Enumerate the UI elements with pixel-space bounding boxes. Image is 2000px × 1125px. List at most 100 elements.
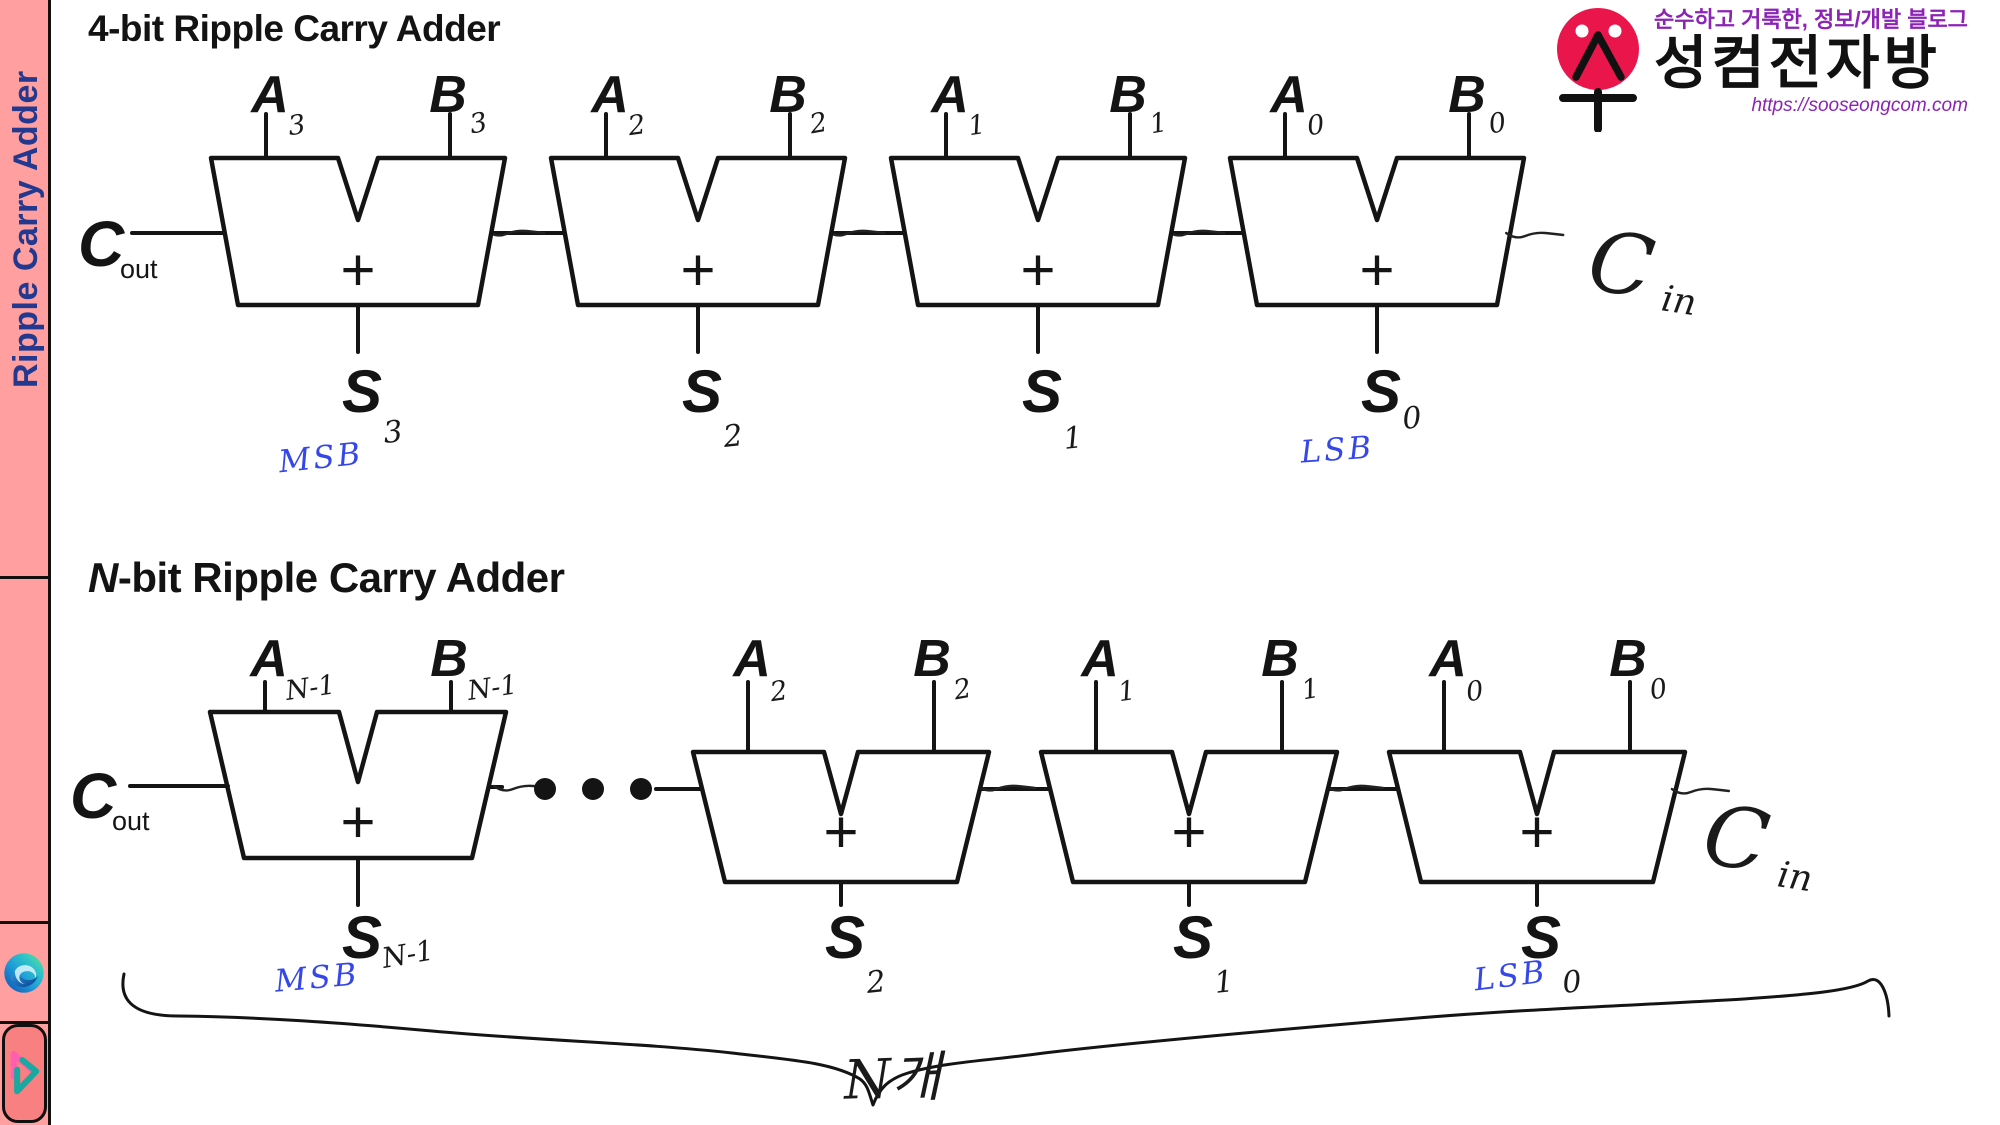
input-wire — [1283, 112, 1471, 160]
input-wire — [263, 680, 453, 714]
input-label-a: A — [1268, 66, 1308, 124]
input-wire — [746, 680, 936, 754]
sum-sub: 1 — [1213, 964, 1236, 1001]
hand-squiggle — [486, 229, 546, 237]
media-app-shortcut[interactable] — [2, 1024, 47, 1123]
carry-out-sub: out — [120, 254, 158, 284]
adder-block — [548, 155, 848, 308]
adder-block — [208, 155, 508, 308]
title-rest: -bit Ripple Carry Adder — [117, 554, 565, 601]
input-wire — [264, 112, 452, 160]
ellipsis-dot — [582, 778, 604, 800]
sidebar-divider — [0, 921, 48, 924]
carry-in-sub: in — [1659, 278, 1700, 324]
ellipsis-dot — [534, 778, 556, 800]
lsb-annotation: LSB — [1471, 954, 1549, 999]
blog-logo-icon — [1557, 8, 1639, 132]
input-sub-b: 1 — [1147, 107, 1169, 141]
input-sub-a: 0 — [1464, 675, 1485, 708]
input-label-a: A — [248, 630, 288, 688]
adder-block — [1227, 155, 1527, 308]
input-sub-b: N-1 — [465, 669, 520, 707]
brace-annotation — [121, 972, 1891, 1107]
input-label-b: B — [429, 66, 467, 124]
sum-label: S — [825, 904, 865, 971]
diagram-title-nbit: N-bit Ripple Carry Adder — [88, 554, 565, 602]
input-label-b: B — [1448, 66, 1486, 124]
hand-squiggle — [1505, 231, 1565, 239]
input-sub-b: 0 — [1647, 673, 1669, 707]
sidebar-divider — [0, 576, 48, 579]
brand-url[interactable]: https://sooseongcom.com — [1751, 95, 1968, 117]
sum-label: S — [1173, 904, 1213, 971]
hand-squiggle — [1166, 229, 1226, 237]
input-label-a: A — [1079, 630, 1119, 688]
input-label-b: B — [1261, 630, 1299, 688]
sidebar-board-title: Ripple Carry Adder — [7, 70, 45, 388]
sum-sub: 3 — [382, 414, 405, 451]
input-label-a: A — [731, 630, 771, 688]
input-wire — [1442, 680, 1632, 754]
plus-operator: + — [1020, 237, 1055, 304]
sum-sub: 0 — [1561, 964, 1584, 1001]
sum-label: S — [1521, 904, 1561, 971]
carry-out-label: C — [70, 760, 117, 832]
msb-annotation: MSB — [276, 436, 365, 481]
input-sub-a: 0 — [1305, 109, 1326, 142]
ellipsis-dot — [630, 778, 652, 800]
carry-in-sub: in — [1775, 854, 1816, 900]
input-sub-a: 3 — [286, 109, 307, 142]
input-label-a: A — [249, 66, 289, 124]
adder-block — [690, 749, 992, 885]
carry-out-sub: out — [112, 806, 150, 836]
sum-label: S — [682, 358, 722, 425]
input-sub-b: 1 — [1299, 673, 1321, 707]
sum-sub: 2 — [721, 418, 745, 455]
carry-in-label: C — [1582, 211, 1661, 318]
adder-block — [1038, 749, 1340, 885]
adder-block — [207, 709, 509, 861]
diagram-title-4bit: 4-bit Ripple Carry Adder — [88, 8, 501, 50]
edge-browser-icon — [4, 952, 44, 993]
msb-annotation: MSB — [272, 956, 361, 999]
carry-out-label: C — [78, 208, 125, 280]
hand-squiggle — [976, 784, 1037, 792]
sum-sub: 2 — [864, 964, 888, 1001]
input-wire — [604, 112, 792, 160]
plus-operator: + — [823, 799, 858, 866]
plus-operator: + — [1359, 237, 1394, 304]
sidebar-divider — [0, 1021, 48, 1024]
input-label-b: B — [1609, 630, 1647, 688]
plus-operator: + — [340, 237, 375, 304]
input-label-a: A — [589, 66, 629, 124]
sum-sub: 0 — [1401, 400, 1424, 437]
input-sub-a: N-1 — [283, 669, 338, 707]
hand-squiggle — [1324, 784, 1385, 792]
input-label-b: B — [430, 630, 468, 688]
adder-block — [888, 155, 1188, 308]
play-app-icon — [10, 1050, 40, 1095]
hand-squiggle — [1670, 787, 1731, 795]
sidebar: Ripple Carry Adder — [0, 0, 51, 1125]
edge-browser-shortcut[interactable] — [0, 924, 48, 1021]
blog-brand: 순수하고 거룩한, 정보/개발 블로그 성컴전자방 https://sooseo… — [1552, 2, 1968, 132]
plus-operator: + — [680, 237, 715, 304]
sum-sub: 1 — [1062, 420, 1085, 457]
input-sub-a: 1 — [966, 109, 987, 142]
input-wire — [944, 112, 1132, 160]
input-sub-a: 2 — [625, 109, 647, 142]
input-label-b: B — [1109, 66, 1147, 124]
brand-name: 성컴전자방 — [1654, 31, 1941, 96]
title-rest: -bit Ripple Carry Adder — [108, 8, 501, 49]
input-sub-a: 2 — [767, 675, 789, 708]
input-sub-b: 3 — [467, 107, 489, 141]
input-sub-b: 0 — [1486, 107, 1508, 141]
plus-operator: + — [1519, 799, 1554, 866]
input-wire — [1094, 680, 1284, 754]
sum-sub: N-1 — [379, 933, 437, 975]
input-sub-b: 2 — [806, 107, 829, 141]
input-label-b: B — [913, 630, 951, 688]
